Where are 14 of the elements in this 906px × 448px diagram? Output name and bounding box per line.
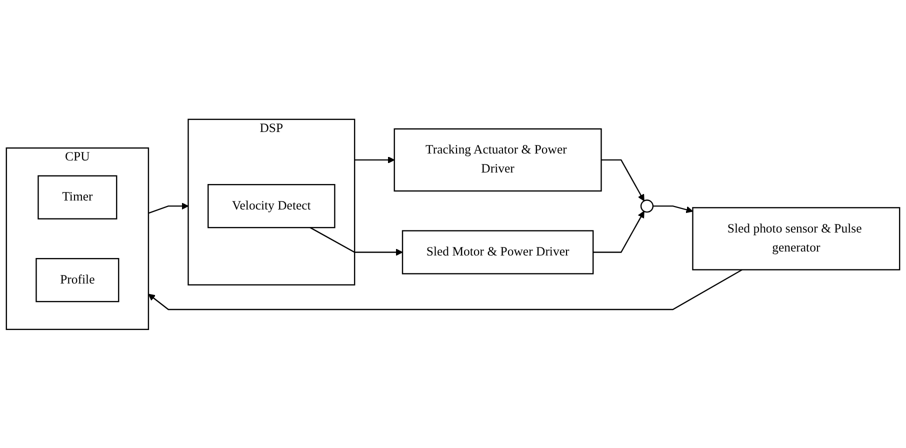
node-circle [640, 199, 654, 212]
node-box: Sled photo sensor & Pulse generator [692, 206, 900, 270]
arrow [148, 268, 742, 310]
node-box: Tracking Actuator & Power Driver [394, 128, 602, 192]
arrow [652, 205, 694, 213]
node-box: Profile [36, 258, 120, 302]
arrow [601, 158, 644, 201]
node-box: Velocity Detect [208, 184, 336, 228]
arrow [593, 210, 644, 252]
arrow [354, 156, 395, 164]
arrow [148, 202, 189, 214]
node-box: Sled Motor & Power Driver [402, 230, 594, 274]
node-box: Timer [38, 174, 118, 220]
arrow [310, 226, 403, 256]
